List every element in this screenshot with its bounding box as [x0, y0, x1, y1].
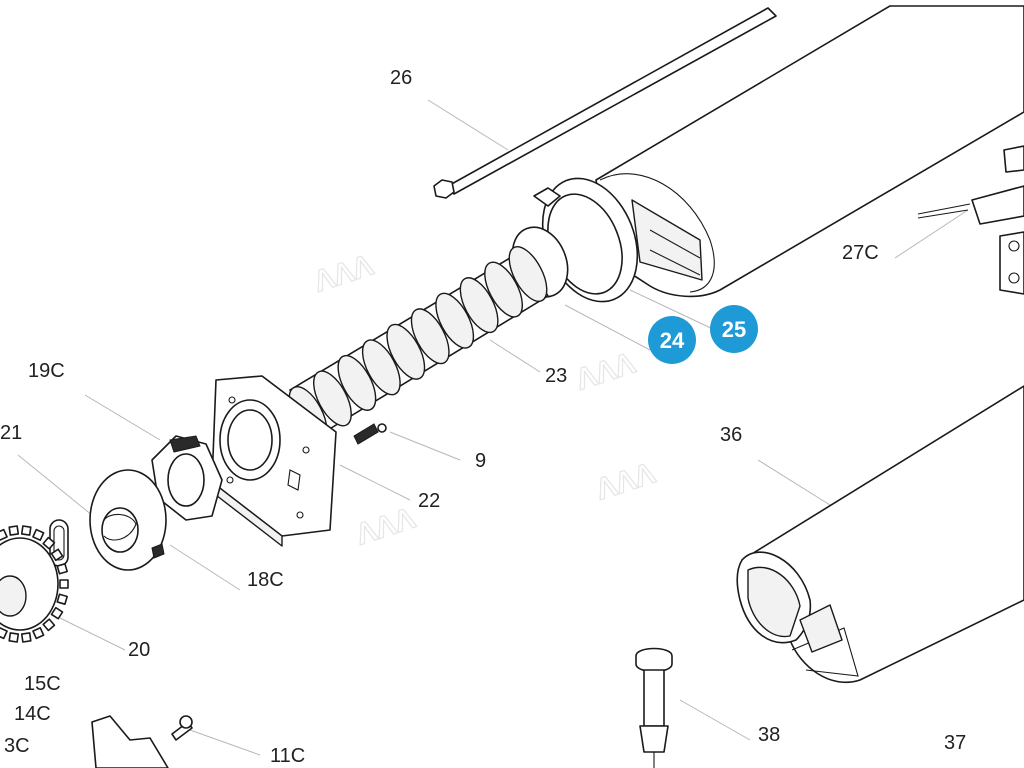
part-label-11c: 11C	[270, 745, 305, 767]
gear-tooth	[42, 536, 56, 550]
part-label-19c: 19C	[28, 360, 65, 382]
part-gear	[0, 525, 69, 643]
part-label-38: 38	[758, 724, 780, 746]
part-clutch-disc	[89, 469, 167, 571]
screw-thread	[508, 246, 548, 302]
screw-thread	[386, 323, 426, 380]
gear-tooth	[50, 606, 64, 620]
part-label-23: 23	[545, 365, 567, 387]
watermark: ΛΛΛ	[592, 457, 659, 507]
gear-tooth	[50, 548, 64, 562]
part-label-21: 21	[0, 422, 22, 444]
part-label-9: 9	[475, 450, 486, 472]
badge-24[interactable]: 24	[648, 316, 696, 364]
screw-thread	[361, 339, 401, 396]
gear-tooth	[20, 632, 32, 643]
part-labels: 26 27C 23 19C 21 9 22 36 18C 20 15C 14C …	[0, 67, 966, 767]
part-label-14c: 14C	[14, 703, 51, 725]
watermark: ΛΛΛ	[572, 347, 639, 397]
gear-tooth	[0, 627, 8, 640]
part-motor-flange	[511, 177, 639, 303]
badge-label-24: 24	[660, 328, 685, 353]
part-label-37: 37	[944, 732, 966, 754]
part-label-26: 26	[390, 67, 412, 89]
part-tie-rod	[433, 7, 777, 199]
gear-tooth	[20, 525, 32, 536]
screw-thread	[313, 370, 352, 427]
part-worm-screw	[288, 246, 549, 442]
highlight-badges: 24 25	[648, 305, 758, 364]
part-mounting-plate	[211, 375, 337, 547]
screw-thread	[435, 292, 475, 349]
part-upper-housing	[595, 5, 1024, 298]
part-label-27c: 27C	[842, 242, 879, 264]
part-bottom-bracket	[91, 715, 193, 768]
part-hex-nut	[151, 435, 223, 521]
screw-thread	[337, 354, 377, 411]
part-label-36: 36	[720, 424, 742, 446]
gear-tooth	[8, 525, 20, 536]
gear-tooth	[56, 593, 68, 605]
leader-lines	[17, 99, 969, 756]
badge-label-25: 25	[722, 317, 746, 342]
screw-thread	[459, 277, 499, 334]
part-label-18c: 18C	[247, 569, 284, 591]
part-lower-cover	[736, 385, 1024, 683]
badge-25[interactable]: 25	[710, 305, 758, 353]
part-label-15c: 15C	[24, 673, 61, 695]
part-label-13c: 3C	[4, 735, 30, 757]
part-label-22: 22	[418, 490, 440, 512]
gear-tooth	[59, 579, 69, 589]
part-label-20: 20	[128, 639, 150, 661]
screw-thread	[484, 261, 523, 318]
gear-tooth	[42, 618, 56, 632]
gear-tooth	[8, 632, 20, 643]
watermark: ΛΛΛ	[352, 502, 419, 552]
watermark-group: ΛΛΛ ΛΛΛ ΛΛΛ ΛΛΛ	[309, 248, 659, 552]
part-switch-bracket	[917, 145, 1024, 295]
part-spring-pin	[353, 423, 387, 445]
badge-circle	[648, 316, 696, 364]
gear-tooth	[56, 563, 68, 575]
badge-circle	[710, 305, 758, 353]
screw-thread	[410, 308, 450, 365]
gear-tooth	[0, 528, 8, 541]
gear-tooth	[32, 528, 45, 541]
part-pin	[635, 647, 673, 768]
gear-tooth	[32, 627, 45, 640]
watermark: ΛΛΛ	[310, 249, 377, 299]
